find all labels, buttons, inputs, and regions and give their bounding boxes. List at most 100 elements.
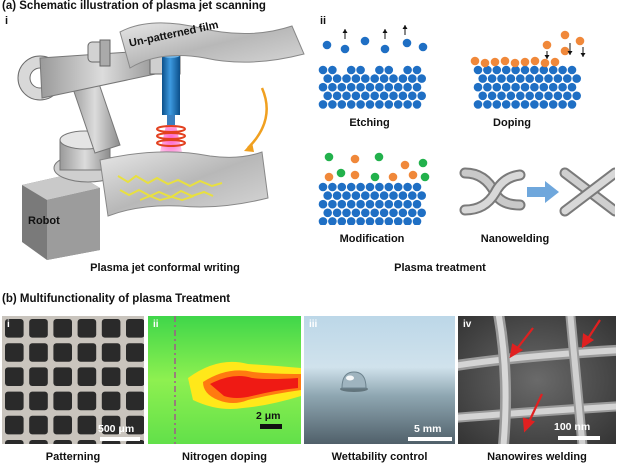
particle xyxy=(511,65,520,75)
plasma-jet-head xyxy=(162,52,180,125)
particle xyxy=(539,65,549,75)
particle xyxy=(560,30,570,40)
part-ii-label: ii xyxy=(320,15,327,27)
particle xyxy=(511,100,520,109)
particle xyxy=(539,100,549,109)
pattern-square xyxy=(101,343,121,362)
unpatterned-film xyxy=(119,22,305,69)
particle xyxy=(332,91,342,101)
particle xyxy=(393,182,403,192)
particle xyxy=(393,82,403,92)
particle xyxy=(500,56,510,66)
treatment-diagrams xyxy=(318,25,615,225)
particle xyxy=(487,91,497,101)
particle xyxy=(389,91,398,101)
pattern-square xyxy=(53,367,72,386)
particle xyxy=(520,82,530,92)
particle xyxy=(393,217,403,225)
particle xyxy=(384,82,394,92)
particle xyxy=(384,182,394,192)
particle xyxy=(350,170,360,180)
particle xyxy=(337,82,347,92)
particle xyxy=(403,65,412,75)
pattern-square xyxy=(29,440,48,444)
particle xyxy=(393,199,403,209)
particle xyxy=(379,74,389,83)
particle xyxy=(375,217,384,225)
pattern-square xyxy=(101,319,121,338)
particle xyxy=(384,65,394,75)
particle xyxy=(492,100,502,109)
particle xyxy=(375,100,384,109)
particle xyxy=(351,91,361,101)
particle xyxy=(318,182,328,192)
particle xyxy=(530,65,539,75)
particle xyxy=(398,191,408,200)
particle xyxy=(483,100,492,109)
particle xyxy=(346,100,356,109)
particle xyxy=(388,172,398,182)
particle xyxy=(417,191,426,200)
etching-diagram xyxy=(318,25,428,109)
patterning-grid xyxy=(5,319,144,444)
particle xyxy=(398,208,408,218)
pattern-square xyxy=(53,440,72,444)
particle xyxy=(393,100,403,109)
particle xyxy=(384,100,394,109)
particle xyxy=(328,199,337,209)
pattern-square xyxy=(29,343,48,362)
particle xyxy=(534,91,544,101)
pattern-square xyxy=(5,319,24,338)
particle xyxy=(356,199,365,209)
particle xyxy=(558,82,567,92)
particle xyxy=(389,208,398,218)
particle xyxy=(375,182,384,192)
particle xyxy=(346,199,356,209)
pattern-square xyxy=(5,391,24,411)
particle xyxy=(497,91,506,101)
treatment-doping-label: Doping xyxy=(493,117,531,129)
particle xyxy=(553,91,563,101)
particle xyxy=(346,65,356,75)
particle xyxy=(420,172,430,182)
panel-i-label: i xyxy=(7,319,10,330)
particle xyxy=(530,82,539,92)
particle xyxy=(342,191,351,200)
particle xyxy=(558,65,567,75)
particle xyxy=(356,182,365,192)
particle xyxy=(322,40,332,50)
particle xyxy=(567,100,577,109)
particle xyxy=(398,91,408,101)
panel-nanowire-welding: iv 100 nm xyxy=(458,316,616,444)
particle xyxy=(418,158,428,168)
particle xyxy=(323,208,332,218)
particle xyxy=(412,199,422,209)
particle xyxy=(337,182,347,192)
particle xyxy=(530,56,540,66)
particle xyxy=(346,82,356,92)
panel-ii-caption: Nitrogen doping xyxy=(182,451,267,463)
panel-ii-scale-text: 2 μm xyxy=(256,410,281,422)
particle xyxy=(384,199,394,209)
particle xyxy=(408,91,417,101)
particle xyxy=(542,40,552,50)
particle xyxy=(473,65,483,75)
water-droplet xyxy=(340,371,368,392)
particle xyxy=(375,82,384,92)
particle xyxy=(328,182,337,192)
panel-iii-caption: Wettability control xyxy=(331,451,428,463)
particle xyxy=(318,65,328,75)
particle xyxy=(379,208,389,218)
pattern-square xyxy=(53,343,72,362)
particle xyxy=(403,199,412,209)
treatment-nanowelding-label: Nanowelding xyxy=(480,233,550,245)
particle xyxy=(365,100,375,109)
pattern-square xyxy=(126,343,144,362)
panel-iii-label: iii xyxy=(309,319,318,330)
particle xyxy=(550,57,560,67)
particle xyxy=(544,91,553,101)
pattern-square xyxy=(29,319,48,338)
panel-wettability: iii 5 mm xyxy=(304,316,455,444)
particle xyxy=(351,208,361,218)
particle xyxy=(323,191,332,200)
